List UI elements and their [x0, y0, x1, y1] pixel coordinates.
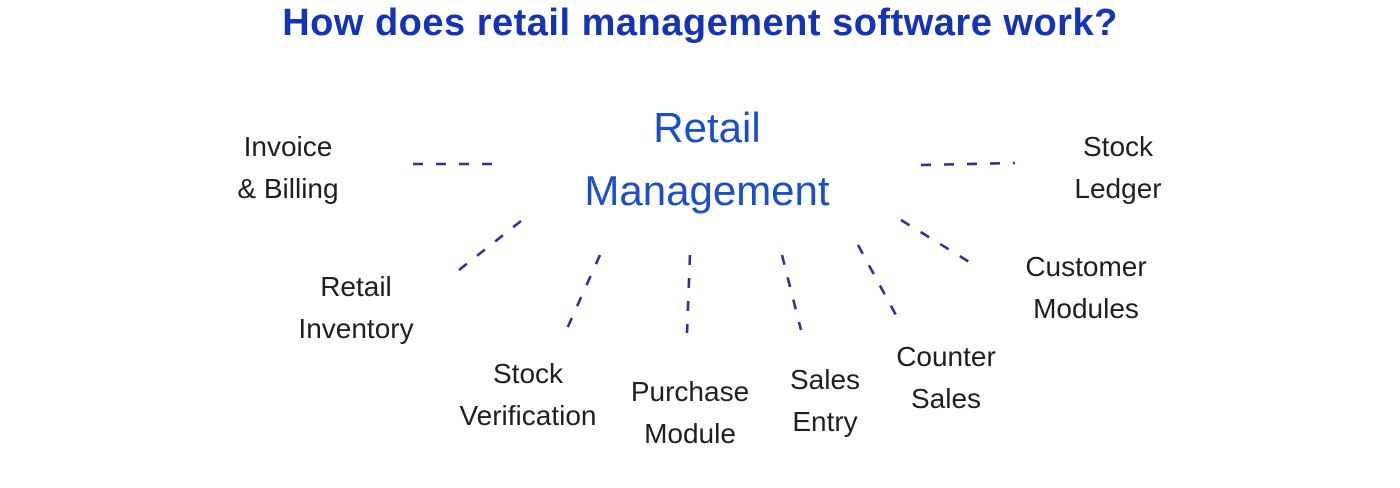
node-stock-ledger-line2: Ledger: [1074, 173, 1162, 204]
connector-to-stock-ledger: [920, 161, 1016, 167]
node-counter-sales-line2: Sales: [910, 383, 982, 414]
connector-to-retail-inventory: [458, 219, 522, 272]
connector-to-stock-verification: [564, 254, 602, 332]
node-stock-ledger-line1: Stock: [1082, 131, 1154, 162]
node-sales-entry-line2: Entry: [792, 406, 858, 437]
node-invoice-billing-line2: & Billing: [237, 173, 339, 204]
node-retail-inventory-line1: Retail: [320, 271, 392, 302]
node-retail-management-line1: Retail: [653, 104, 761, 151]
node-invoice-billing: Invoice & Billing: [237, 126, 338, 210]
node-retail-management-line2: Management: [584, 167, 830, 214]
node-invoice-billing-line1: Invoice: [243, 131, 333, 162]
node-stock-verification-line2: Verification: [459, 400, 597, 431]
node-retail-management: Retail Management: [584, 96, 829, 222]
node-retail-inventory: Retail Inventory: [298, 266, 413, 350]
node-sales-entry-line1: Sales: [789, 364, 861, 395]
node-counter-sales-line1: Counter: [896, 341, 996, 372]
connector-to-customer-modules: [900, 218, 972, 265]
page-title: How does retail management software work…: [282, 2, 1118, 44]
node-customer-modules-line1: Customer: [1025, 251, 1147, 282]
node-stock-ledger: Stock Ledger: [1074, 126, 1161, 210]
node-stock-verification: Stock Verification: [460, 353, 597, 437]
node-retail-inventory-line2: Inventory: [298, 313, 414, 344]
node-purchase-module-line1: Purchase: [630, 376, 750, 407]
node-purchase-module-line2: Module: [644, 418, 736, 449]
connector-to-counter-sales: [856, 244, 899, 318]
node-customer-modules-line2: Modules: [1033, 293, 1139, 324]
node-sales-entry: Sales Entry: [790, 359, 860, 443]
node-customer-modules: Customer Modules: [1025, 246, 1146, 330]
node-stock-verification-line1: Stock: [492, 358, 564, 389]
node-purchase-module: Purchase Module: [631, 371, 749, 455]
connector-to-purchase-module: [685, 254, 692, 334]
connector-to-sales-entry: [780, 254, 803, 331]
node-counter-sales: Counter Sales: [896, 336, 996, 420]
